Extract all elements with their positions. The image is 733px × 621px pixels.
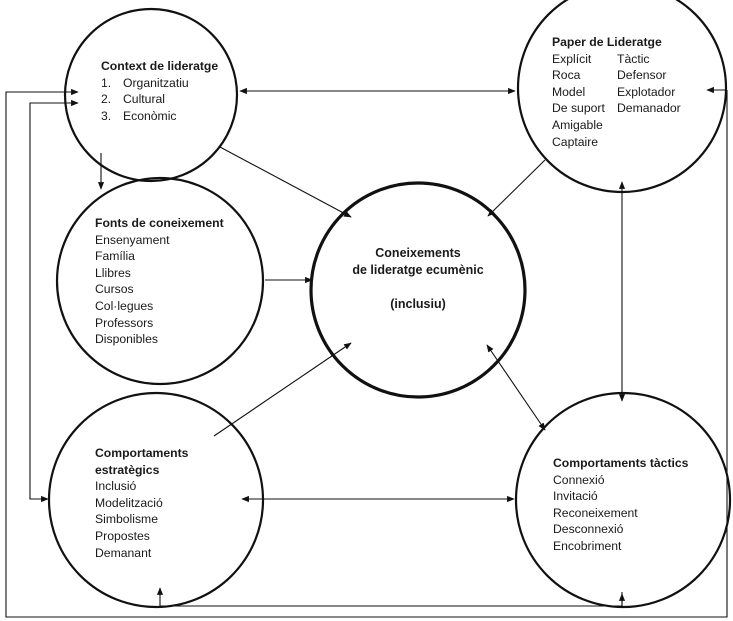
list-item: Demanador: [617, 101, 681, 116]
list-item: De suport: [552, 101, 605, 116]
node-sources-circle: [55, 176, 265, 386]
node-sources-title: Fonts de coneixement: [95, 216, 224, 230]
node-strategic-title-line2: estratègics: [95, 462, 160, 477]
node-role-column-2: Tàctic Defensor Explotador Demanador: [617, 51, 681, 117]
list-item: Captaire: [552, 134, 599, 149]
list-item: Explotador: [617, 84, 676, 99]
node-center: Coneixements de lideratge ecumènic (incl…: [318, 245, 518, 313]
node-context-title: Context de lideratge: [101, 59, 219, 73]
list-item: Col·legues: [95, 298, 154, 313]
node-sources: Fonts de coneixement Ensenyament Família…: [95, 215, 224, 348]
list-item: Modelització: [95, 495, 163, 510]
edge-loop-bottom: [156, 587, 623, 607]
list-item: Explícit: [552, 51, 592, 66]
list-item: Llibres: [95, 265, 131, 280]
node-center-circle: [309, 181, 527, 399]
list-item: Reconeixement: [553, 505, 638, 520]
node-context-circle: [63, 7, 239, 183]
list-item: Desconnexió: [553, 522, 624, 537]
list-item: Professors: [95, 315, 154, 330]
node-role: Paper de Lideratge Explícit Roca Model D…: [552, 34, 681, 150]
list-item: Invitació: [553, 489, 598, 504]
node-context: Context de lideratge 1.Organitzatiu 2.Cu…: [101, 58, 218, 124]
list-item: Disponibles: [95, 332, 159, 347]
list-item: Demanant: [95, 545, 152, 560]
spacer: [318, 279, 518, 296]
node-center-title-line1: Coneixements: [375, 246, 461, 260]
edge-context-center: [219, 146, 352, 218]
list-item: Propostes: [95, 528, 150, 543]
list-item: Defensor: [617, 68, 667, 83]
edge-strategic-center: [213, 342, 352, 437]
node-tactical: Comportaments tàctics Connexió Invitació…: [553, 455, 688, 555]
list-item: Encobriment: [553, 538, 622, 553]
node-center-subtitle: (inclusiu): [390, 297, 446, 311]
list-item: Roca: [552, 68, 581, 83]
list-item: Connexió: [553, 472, 605, 487]
node-strategic: Comportaments estratègics Inclusió Model…: [95, 445, 188, 561]
list-item: Inclusió: [95, 479, 137, 494]
node-role-title: Paper de Lideratge: [552, 35, 662, 49]
list-item: Simbolisme: [95, 512, 158, 527]
edge-role-center: [487, 159, 546, 217]
edge-center-tactical: [486, 344, 546, 431]
edge-loop-left: [29, 99, 79, 500]
node-role-column-1: Explícit Roca Model De suport Amigable C…: [552, 51, 617, 151]
edge-loop-outer: [5, 88, 728, 618]
list-item: Tàctic: [617, 51, 650, 66]
node-center-title-line2: de lideratge ecumènic: [352, 263, 484, 277]
list-item: Cursos: [95, 282, 134, 297]
list-item: Família: [95, 249, 135, 264]
node-tactical-title: Comportaments tàctics: [553, 456, 689, 470]
list-item: 1.Organitzatiu: [101, 75, 189, 90]
list-item: 3.Econòmic: [101, 108, 177, 123]
list-item: Model: [552, 84, 586, 99]
list-item: 2.Cultural: [101, 92, 165, 107]
node-strategic-title-line1: Comportaments: [95, 446, 189, 460]
list-item: Amigable: [552, 117, 603, 132]
list-item: Ensenyament: [95, 232, 170, 247]
